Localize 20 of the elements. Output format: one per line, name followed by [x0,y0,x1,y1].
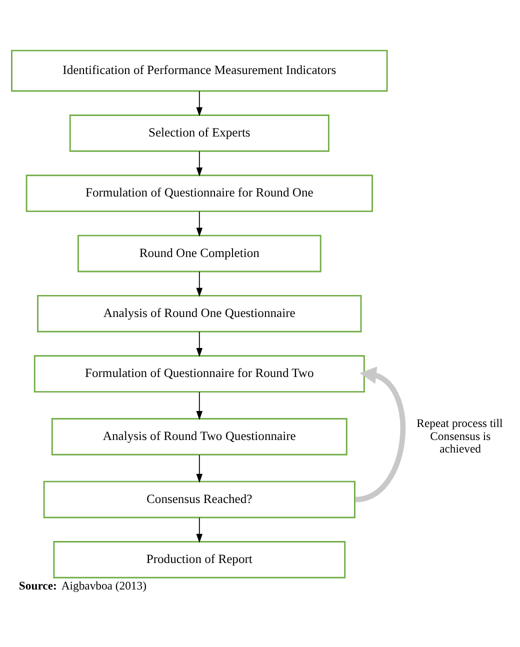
node-box: Identification of Performance Measurement Indicators [11,49,388,92]
arrow [196,516,203,542]
node-box: Production of Report [53,540,346,578]
arrow [196,150,203,176]
arrow [355,366,406,502]
arrow [196,330,203,357]
node-box: Analysis of Round One Questionnaire [37,294,362,332]
node-box: Formulation of Questionnaire for Round Two [34,354,365,392]
arrow [196,391,203,420]
edge-label: Repeat process till Consensus is achieved [416,416,503,455]
arrow [196,454,203,482]
node-box: Consensus Reached? [43,480,356,518]
node-box: Formulation of Questionnaire for Round One [26,174,373,212]
arrow [196,90,203,116]
arrow [196,210,203,236]
caption: Source: Aigbavboa (2013) [18,579,146,592]
node-box: Round One Completion [77,234,322,272]
arrow [196,270,203,296]
node-box: Selection of Experts [69,114,330,152]
node-box: Analysis of Round Two Questionnaire [51,418,348,455]
